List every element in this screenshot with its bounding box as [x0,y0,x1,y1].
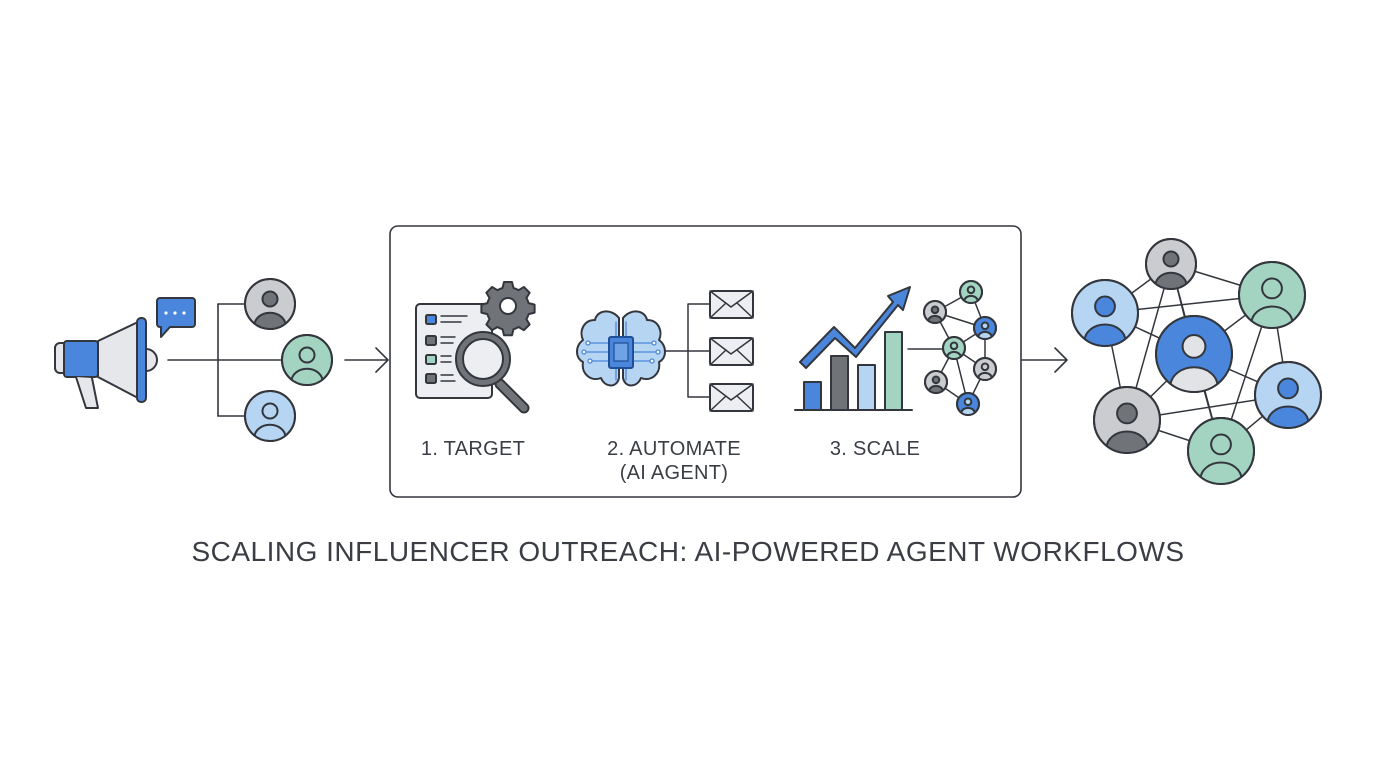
user-icon [959,280,983,304]
user-icon [1155,315,1233,393]
user-icon [1238,261,1306,329]
influencer-network [1071,238,1322,485]
user-icon [244,278,296,330]
user-icon [1187,417,1255,485]
envelope-icon [709,383,754,412]
user-icon [924,370,948,394]
step-scale-label: 3. SCALE [829,438,921,460]
magnifier-icon [455,331,530,414]
user-icon [956,392,980,416]
small-network-icon [923,280,997,416]
arrow-right-icon [1021,347,1068,373]
user-icon [973,316,997,340]
user-icon [942,336,966,360]
user-icon [1071,279,1139,347]
user-icon [1145,238,1197,290]
workflow-frame [389,225,1022,498]
step-automate-sublabel: (AI AGENT) [619,462,729,484]
envelope-icon [709,290,754,319]
user-icon [244,390,296,442]
fan-out-connector [167,303,283,417]
user-icon [973,357,997,381]
envelope-icon [709,337,754,366]
gear-icon [480,281,536,337]
user-icon [1093,386,1161,454]
user-icon [281,334,333,386]
step-automate-label: 2. AUTOMATE [607,438,741,460]
page-title: SCALING INFLUENCER OUTREACH: AI-POWERED … [191,536,1185,567]
arrow-right-icon [344,347,389,373]
megaphone-icon [54,317,158,409]
chat-bubble-icon [156,297,196,338]
step-target-label: 1. TARGET [420,438,526,460]
growth-chart-icon [794,286,913,411]
brain-chip-icon [576,310,666,387]
user-icon [1254,361,1322,429]
agent-connector [665,303,710,398]
user-icon [923,300,947,324]
